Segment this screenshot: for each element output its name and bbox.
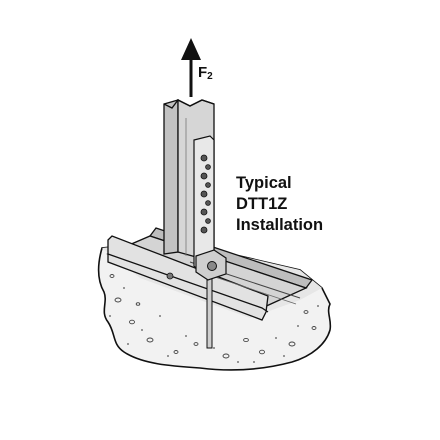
force-symbol: F <box>198 64 208 81</box>
up-arrow-icon <box>181 38 201 97</box>
installation-caption: Typical DTT1Z Installation <box>236 173 323 236</box>
caption-line-2: DTT1Z <box>236 195 288 213</box>
anchor-nut <box>207 261 217 271</box>
bottom-track-front-edge <box>107 253 269 313</box>
force-subscript: 2 <box>207 71 213 82</box>
holdown-screws <box>200 154 211 234</box>
concrete-aggregate <box>109 274 317 359</box>
caption-line-3: Installation <box>236 216 324 234</box>
track-fastener <box>166 272 174 280</box>
caption-line-1: Typical <box>236 174 292 192</box>
concrete-dots <box>109 287 319 363</box>
bottom-track-front-flange <box>107 235 269 321</box>
stud-broken-top <box>163 99 215 109</box>
force-label: F2 <box>198 64 213 82</box>
stud-flange-back <box>163 99 179 255</box>
